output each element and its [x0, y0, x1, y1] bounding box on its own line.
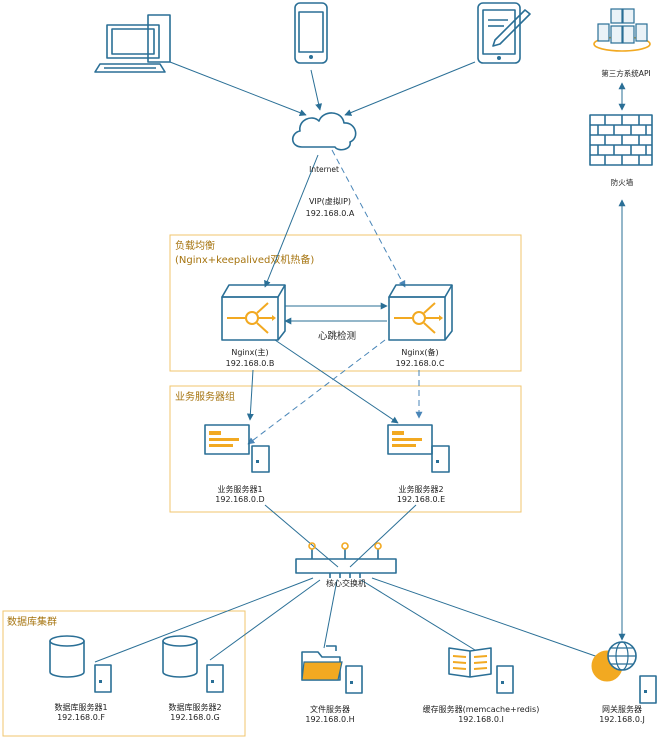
third-party-api-label: 第三方系统API	[601, 68, 650, 78]
network-switch-icon	[295, 542, 397, 578]
core-switch-label: 核心交换机	[326, 578, 366, 588]
nginx-backup-ip: 192.168.0.C	[396, 359, 445, 368]
server-tower-icon	[387, 424, 450, 473]
vip-ip: 192.168.0.A	[306, 209, 355, 218]
biz-server-2-label: 业务服务器2	[398, 484, 443, 494]
gateway-server-ip: 192.168.0.J	[599, 715, 645, 724]
mobile-phone-icon	[294, 2, 328, 64]
database-cluster-group: 数据库集群	[2, 610, 246, 737]
db-server-1-label: 数据库服务器1	[54, 702, 107, 712]
db-server-1-ip: 192.168.0.F	[57, 713, 105, 722]
firewall-label: 防火墙	[611, 177, 634, 187]
vip-label: VIP(虚拟IP)	[309, 196, 351, 206]
brick-wall-icon	[589, 114, 653, 166]
nginx-backup-label: Nginx(备)	[401, 347, 438, 357]
heartbeat-label: 心跳检测	[318, 330, 356, 342]
desktop-computer-icon	[94, 14, 171, 73]
globe-icon	[591, 641, 657, 704]
db-server-2-label: 数据库服务器2	[168, 702, 221, 712]
biz-server-2-ip: 192.168.0.E	[397, 495, 445, 504]
business-server-group: 业务服务器组	[169, 385, 522, 513]
db-server-2-ip: 192.168.0.G	[170, 713, 219, 722]
server-cluster-icon	[593, 8, 651, 52]
internet-label: Internet	[309, 165, 339, 174]
gateway-server-label: 网关服务器	[602, 704, 642, 714]
folder-icon	[301, 645, 363, 694]
nginx-master-label: Nginx(主)	[231, 347, 268, 357]
cloud-icon	[291, 112, 357, 151]
load-balancer-icon	[221, 284, 286, 341]
connections	[94, 61, 626, 663]
business-group-title: 业务服务器组	[175, 390, 235, 403]
file-server-label: 文件服务器	[310, 704, 350, 714]
book-icon	[448, 647, 514, 694]
database-cylinder-icon	[162, 635, 224, 693]
nginx-master-ip: 192.168.0.B	[226, 359, 275, 368]
biz-server-1-ip: 192.168.0.D	[215, 495, 264, 504]
server-tower-icon	[204, 424, 270, 473]
load-balancer-group: 负载均衡 (Nginx+keepalived双机热备)	[169, 234, 522, 372]
load-balancer-group-subtitle: (Nginx+keepalived双机热备)	[175, 253, 314, 266]
database-group-title: 数据库集群	[7, 615, 57, 628]
biz-server-1-label: 业务服务器1	[217, 484, 262, 494]
cache-server-ip: 192.168.0.I	[458, 715, 504, 724]
cache-server-label: 缓存服务器(memcache+redis)	[423, 704, 540, 714]
file-server-ip: 192.168.0.H	[305, 715, 354, 724]
database-cylinder-icon	[49, 635, 112, 693]
tablet-pen-icon	[477, 2, 531, 64]
load-balancer-group-title: 负载均衡	[175, 239, 215, 252]
load-balancer-icon	[388, 284, 453, 341]
